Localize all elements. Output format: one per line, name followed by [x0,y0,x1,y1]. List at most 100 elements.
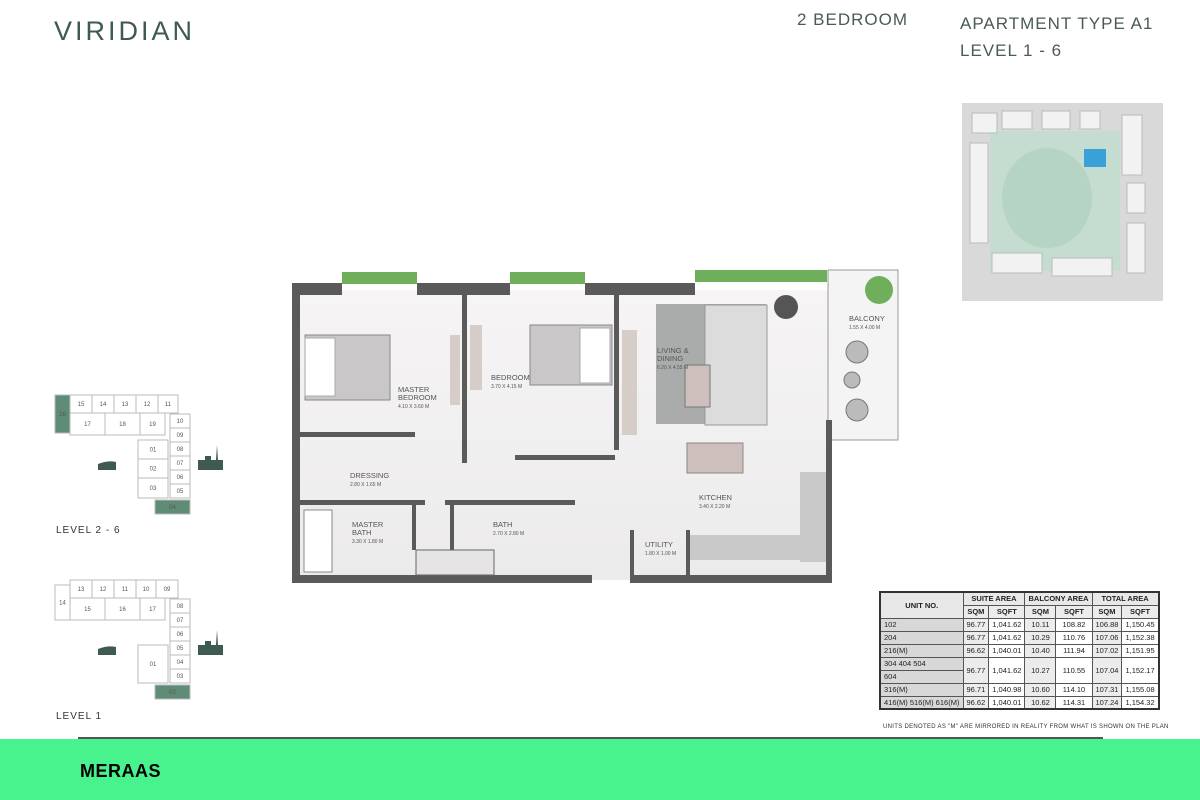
unit-number: 14 [59,601,66,607]
room-name: MASTER [398,385,430,394]
unit-number: 12 [100,587,107,593]
col-sqft: SQFT [1055,604,1093,619]
unit-number: 07 [177,618,184,624]
unit-number: 05 [177,489,184,495]
unit-number: 11 [165,402,172,408]
highlighted-unit [154,684,191,700]
unit-number: 06 [177,632,184,638]
cell-bal-sqft: 110.55 [1055,656,1093,684]
cell-bal-sqm: 10.62 [1024,695,1057,710]
room-dimensions: 3.40 X 2.20 M [699,504,730,510]
unit-number: 09 [164,587,171,593]
unit-no: 204 [879,630,964,645]
area-table: UNIT NO. SUITE AREA BALCONY AREA TOTAL A… [879,591,1160,710]
cell-tot-sqft: 1,154.32 [1121,695,1160,710]
skyline-icon [198,445,223,470]
room-dimensions: 2.80 X 1.65 M [350,482,381,488]
unit-number: 06 [177,475,184,481]
unit-number: 10 [177,419,184,425]
room-dimensions: 3.30 X 1.80 M [352,539,383,545]
unit [169,483,191,499]
unit-no: 316(M) [879,682,964,697]
room-name: BATH [352,528,371,537]
unit-no: 416(M) 516(M) 616(M) [879,695,964,710]
park-icon [98,646,116,655]
apartment-type-label: APARTMENT TYPE A1 [960,14,1154,33]
unit-number: 09 [177,433,184,439]
cell-bal-sqm: 10.29 [1024,630,1057,645]
cell-tot-sqm: 107.04 [1091,656,1123,684]
apartment-type: APARTMENT TYPE A1 LEVEL 1 - 6 [960,10,1153,64]
cell-suite-sqft: 1,041.62 [988,656,1026,684]
plant [865,276,893,304]
cell-tot-sqm: 107.06 [1091,630,1123,645]
col-sqm: SQM [1024,604,1057,619]
cell-bal-sqm: 10.27 [1024,656,1057,684]
col-sqm: SQM [962,604,990,619]
unit-number: 01 [150,662,157,668]
cell-bal-sqm: 10.40 [1024,643,1057,658]
room-name: LIVING & [657,346,689,355]
cell-suite-sqft: 1,040.01 [988,643,1026,658]
cell-bal-sqft: 111.94 [1055,643,1093,658]
cell-bal-sqft: 114.10 [1055,682,1093,697]
cell-bal-sqft: 114.31 [1055,695,1093,710]
planter [695,270,827,282]
room-name: MASTER [352,520,384,529]
unit-number: 16 [59,412,66,418]
shower [415,549,495,576]
room-name: KITCHEN [699,493,732,502]
park-icon [98,461,116,470]
room-dimensions: 3.70 X 4.15 M [491,384,522,390]
unit-number: 04 [169,505,176,511]
cell-suite-sqft: 1,040.01 [988,695,1026,710]
unit-number: 16 [119,607,126,613]
unit-number: 08 [177,604,184,610]
cell-bal-sqm: 10.60 [1024,682,1057,697]
unit-number: 15 [84,607,91,613]
room-name: DRESSING [350,471,389,480]
coffee-table [684,364,711,408]
side-table [774,295,798,319]
room-dimensions: 6.20 X 4.55 M [657,365,688,371]
cell-suite-sqm: 96.77 [962,630,990,645]
cell-suite-sqft: 1,041.62 [988,617,1026,632]
keyplan-label: LEVEL 1 [56,711,103,722]
unit-number: 12 [144,402,151,408]
unit-number: 04 [177,660,184,666]
cell-tot-sqft: 1,152.17 [1121,656,1160,684]
unit-number: 17 [84,422,91,428]
unit [157,394,179,414]
cell-bal-sqm: 10.11 [1024,617,1057,632]
planter [510,272,585,284]
cell-suite-sqft: 1,041.62 [988,630,1026,645]
cell-tot-sqm: 106.88 [1091,617,1123,632]
unit-number: 05 [177,646,184,652]
unit-number: 08 [177,447,184,453]
unit-no: 102 [879,617,964,632]
room-name: BALCONY [849,314,885,323]
room-dimensions: 2.70 X 2.80 M [493,531,524,537]
planter [342,272,417,284]
unit [137,644,169,684]
highlighted-unit [154,499,191,515]
col-sqft: SQFT [1121,604,1160,619]
cell-tot-sqft: 1,152.38 [1121,630,1160,645]
unit-number: 15 [78,402,85,408]
unit-number: 19 [149,422,156,428]
cell-suite-sqm: 96.62 [962,695,990,710]
unit [139,597,166,621]
cell-bal-sqft: 108.82 [1055,617,1093,632]
unit-no: 604 [879,669,964,684]
room-name: BEDROOM [398,393,437,402]
keyplan-label: LEVEL 2 - 6 [56,525,121,536]
unit-number: 13 [122,402,129,408]
col-sqft: SQFT [988,604,1026,619]
room-dimensions: 4.10 X 3.60 M [398,404,429,410]
